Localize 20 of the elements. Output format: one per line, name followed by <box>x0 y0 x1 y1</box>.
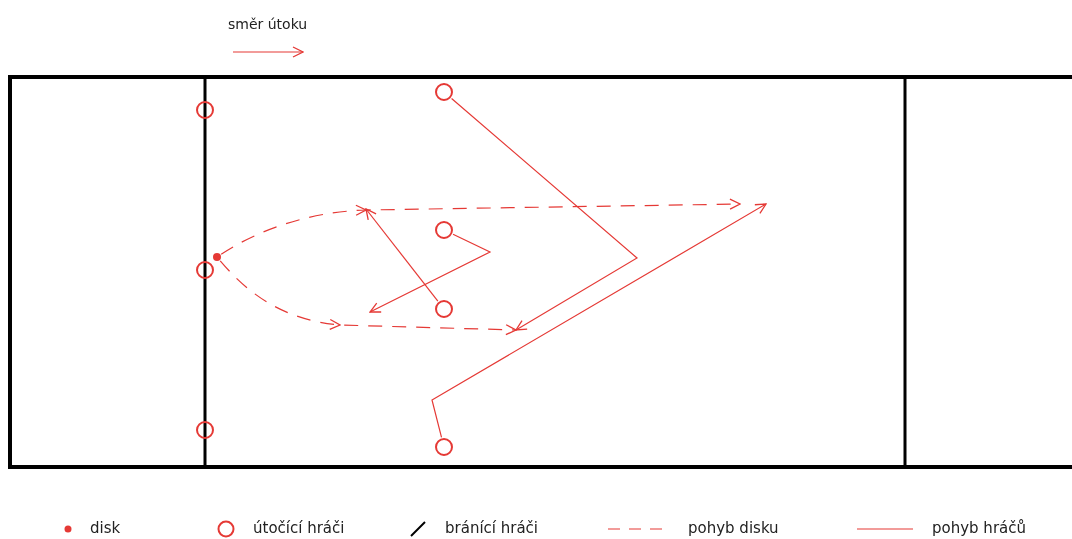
player-circle <box>435 438 453 456</box>
direction-label: směr útoku <box>228 16 308 32</box>
legend-label: pohyb hráčů <box>932 520 1026 537</box>
dashed-arrow <box>220 198 741 255</box>
disc-dot <box>213 253 221 261</box>
legend-label: disk <box>90 520 121 537</box>
player-circle <box>196 261 214 279</box>
player-circle <box>435 83 453 101</box>
dashed-arrow <box>219 260 517 336</box>
arrow <box>369 233 492 313</box>
player-circle <box>196 101 214 119</box>
player-circle <box>435 221 453 239</box>
legend-label: pohyb disku <box>688 520 779 537</box>
player-circle <box>435 300 453 318</box>
player-circle <box>196 421 214 439</box>
legend-label: útočící hráči <box>253 520 345 537</box>
arrow <box>431 203 767 438</box>
legend-label: bránící hráči <box>445 520 539 537</box>
arrow <box>450 97 639 331</box>
arrow <box>365 208 439 302</box>
